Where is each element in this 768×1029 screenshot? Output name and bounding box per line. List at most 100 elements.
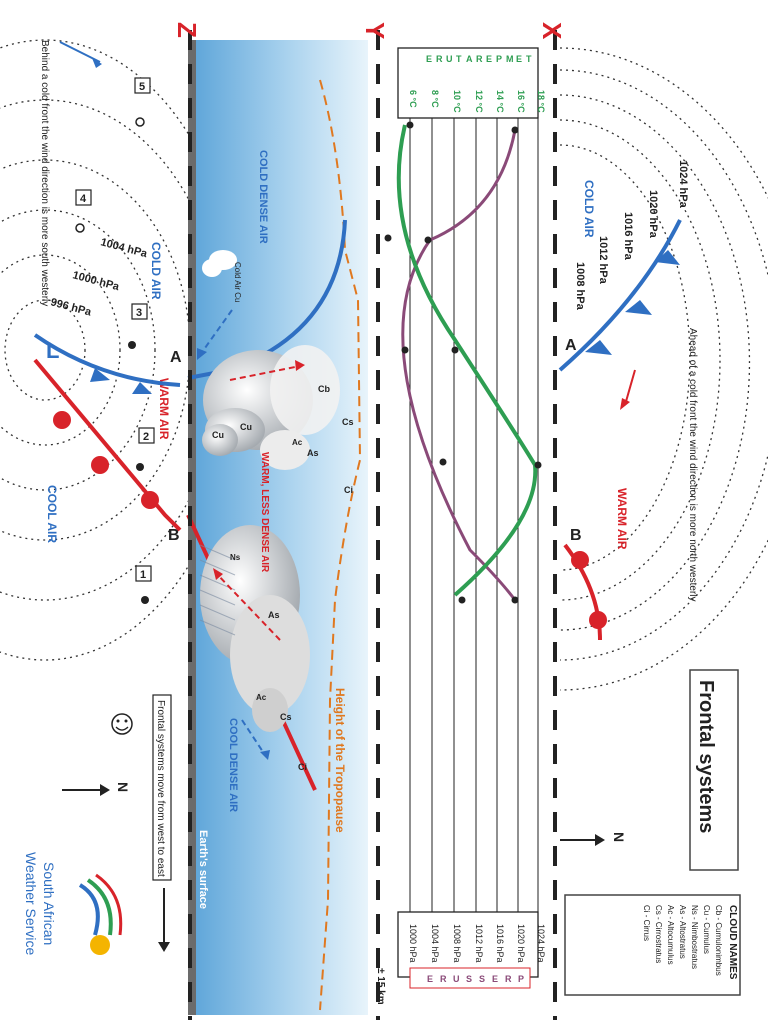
- svg-text:P: P: [518, 974, 524, 984]
- temperature-axis-label: T E M P E R A T U R E: [426, 54, 532, 64]
- svg-text:R: R: [440, 974, 447, 984]
- poster-title: Frontal systems: [695, 680, 717, 833]
- logo-text-line2: Weather Service: [23, 852, 39, 955]
- front-point-A-right: A: [565, 337, 577, 354]
- cold-front-triangle-2: [625, 300, 652, 315]
- svg-text:T: T: [456, 54, 462, 64]
- warm-front-left: [33, 358, 182, 532]
- warm-less-dense-air-label: WARM, LESS DENSE AIR: [259, 452, 270, 573]
- svg-text:R: R: [436, 54, 443, 64]
- svg-text:R: R: [476, 54, 483, 64]
- front-point-B-left: B: [168, 527, 180, 544]
- section-lines: Z Y X: [172, 22, 567, 1020]
- tropopause-line: [319, 79, 362, 1011]
- behind-note-text: Behind a cold front the wind direction i…: [39, 40, 50, 306]
- isobar-label-1024: 1024 hPa: [677, 160, 689, 209]
- graph-panel: 18 °C 16 °C 14 °C 12 °C 10 °C 8 °C 6 °C …: [375, 47, 546, 1005]
- warm-front-right: [563, 543, 602, 641]
- cloud-label-as: As: [307, 448, 319, 458]
- temp-tick-6: 6 °C: [408, 90, 418, 108]
- cloud-label-as-2: As: [268, 610, 280, 620]
- svg-text:U: U: [453, 974, 460, 984]
- isobar-label-1008: 1008 hPa: [574, 262, 586, 311]
- cool-dense-air-label: COOL DENSE AIR: [227, 718, 239, 812]
- cold-front-triangle-3: [655, 250, 680, 265]
- station-1: 1: [135, 565, 152, 604]
- isobar-label-1004: 1004 hPa: [99, 236, 149, 260]
- cold-front-left: [33, 333, 181, 387]
- cloud-label-cu-2: Cu: [212, 430, 224, 440]
- cloud-name-as: As - Altostratus: [678, 905, 687, 959]
- svg-text:T: T: [526, 54, 532, 64]
- pressure-tick-1024: 1024 hPa: [536, 924, 546, 963]
- north-arrow-right-icon: [595, 834, 605, 846]
- cold-dense-air-label: COLD DENSE AIR: [257, 150, 269, 244]
- svg-text:M: M: [506, 54, 514, 64]
- cloud-label-ci: Ci: [344, 485, 353, 495]
- cloud-label-cs-2: Cs: [280, 712, 292, 722]
- cloud-name-cu: Cu - Cumulus: [702, 905, 711, 954]
- svg-text:E: E: [426, 54, 432, 64]
- temp-tick-10: 10 °C: [452, 90, 462, 113]
- warm-front-left-bump-3: [141, 491, 159, 509]
- isobar-label-1012: 1012 hPa: [597, 236, 609, 285]
- cloud-label-cb: Cb: [318, 384, 330, 394]
- svg-text:S: S: [466, 974, 472, 984]
- ahead-cold-front-note: Ahead of a cold front the wind direction…: [687, 328, 698, 601]
- warm-front-bump-1: [571, 551, 589, 569]
- warm-front-bump-2: [589, 611, 607, 629]
- pressure-tick-1000: 1000 hPa: [408, 924, 418, 963]
- north-label-right: N: [611, 832, 627, 842]
- north-arrow-right: N: [560, 832, 627, 846]
- cloud-name-ns: Ns - Nimbostratus: [690, 905, 699, 969]
- cloud-label-ci-2: Ci: [298, 762, 307, 772]
- svg-text:A: A: [466, 54, 473, 64]
- section-letter-Y: Y: [360, 22, 390, 39]
- warm-air-right-label: WARM AIR: [615, 488, 629, 550]
- logo-text-line1: South African: [41, 862, 57, 945]
- front-point-B-right: B: [570, 527, 582, 544]
- station-2: 2: [136, 427, 155, 471]
- svg-text:P: P: [496, 54, 502, 64]
- cold-air-right-label: COLD AIR: [582, 180, 596, 238]
- north-label-left: N: [115, 782, 131, 792]
- cloud-label-ns: Ns: [230, 553, 241, 562]
- front-point-A-left: A: [170, 349, 182, 366]
- station-4: 4: [75, 189, 92, 233]
- cross-section: Height of the Tropopause Cb Cs Ci As Ac …: [152, 40, 368, 1015]
- pressure-tick-1004: 1004 hPa: [430, 924, 440, 963]
- title-box: Frontal systems: [689, 669, 739, 871]
- cold-front-triangle-1: [585, 340, 612, 355]
- warm-air-left-label: WARM AIR: [157, 378, 171, 440]
- move-direction-icon: [158, 942, 170, 952]
- saws-logo: South African Weather Service: [23, 852, 123, 955]
- cloud-name-ci: Ci - Cirrus: [642, 905, 651, 941]
- svg-text:S: S: [479, 974, 485, 984]
- pressure-tick-1016: 1016 hPa: [495, 924, 505, 963]
- temp-tick-12: 12 °C: [474, 90, 484, 113]
- svg-text:R: R: [505, 974, 512, 984]
- svg-text:E: E: [516, 54, 522, 64]
- cold-front-right: [558, 219, 682, 372]
- warm-front-left-bump-2: [91, 456, 109, 474]
- cloud-label-cold-air-cu: Cold Air Cu: [233, 262, 242, 302]
- frontal-systems-move-note: Frontal systems move from west to east: [155, 700, 166, 877]
- logo-sun-icon: [90, 935, 110, 955]
- isobar-label-1020: 1020 hPa: [647, 190, 659, 239]
- pressure-tick-1012: 1012 hPa: [474, 924, 484, 963]
- station-3: 3: [128, 303, 148, 349]
- tropopause-label: Height of the Tropopause: [333, 688, 347, 833]
- pressure-tick-1020: 1020 hPa: [516, 924, 526, 963]
- behind-cold-front-note: Behind a cold front the wind direction i…: [39, 40, 50, 306]
- north-arrow-left-icon: [100, 784, 110, 796]
- svg-text:E: E: [427, 974, 433, 984]
- pressure-tick-1008: 1008 hPa: [452, 924, 462, 963]
- cloud-label-cu-1: Cu: [240, 422, 252, 432]
- earths-surface-label: Earth's surface: [197, 830, 209, 909]
- section-letter-Z: Z: [172, 22, 202, 38]
- temp-tick-16: 16 °C: [516, 90, 526, 113]
- cloud-name-cs: Cs - Cirrostratus: [654, 905, 663, 963]
- temp-tick-8: 8 °C: [430, 90, 440, 108]
- smiley-icon: [111, 713, 133, 735]
